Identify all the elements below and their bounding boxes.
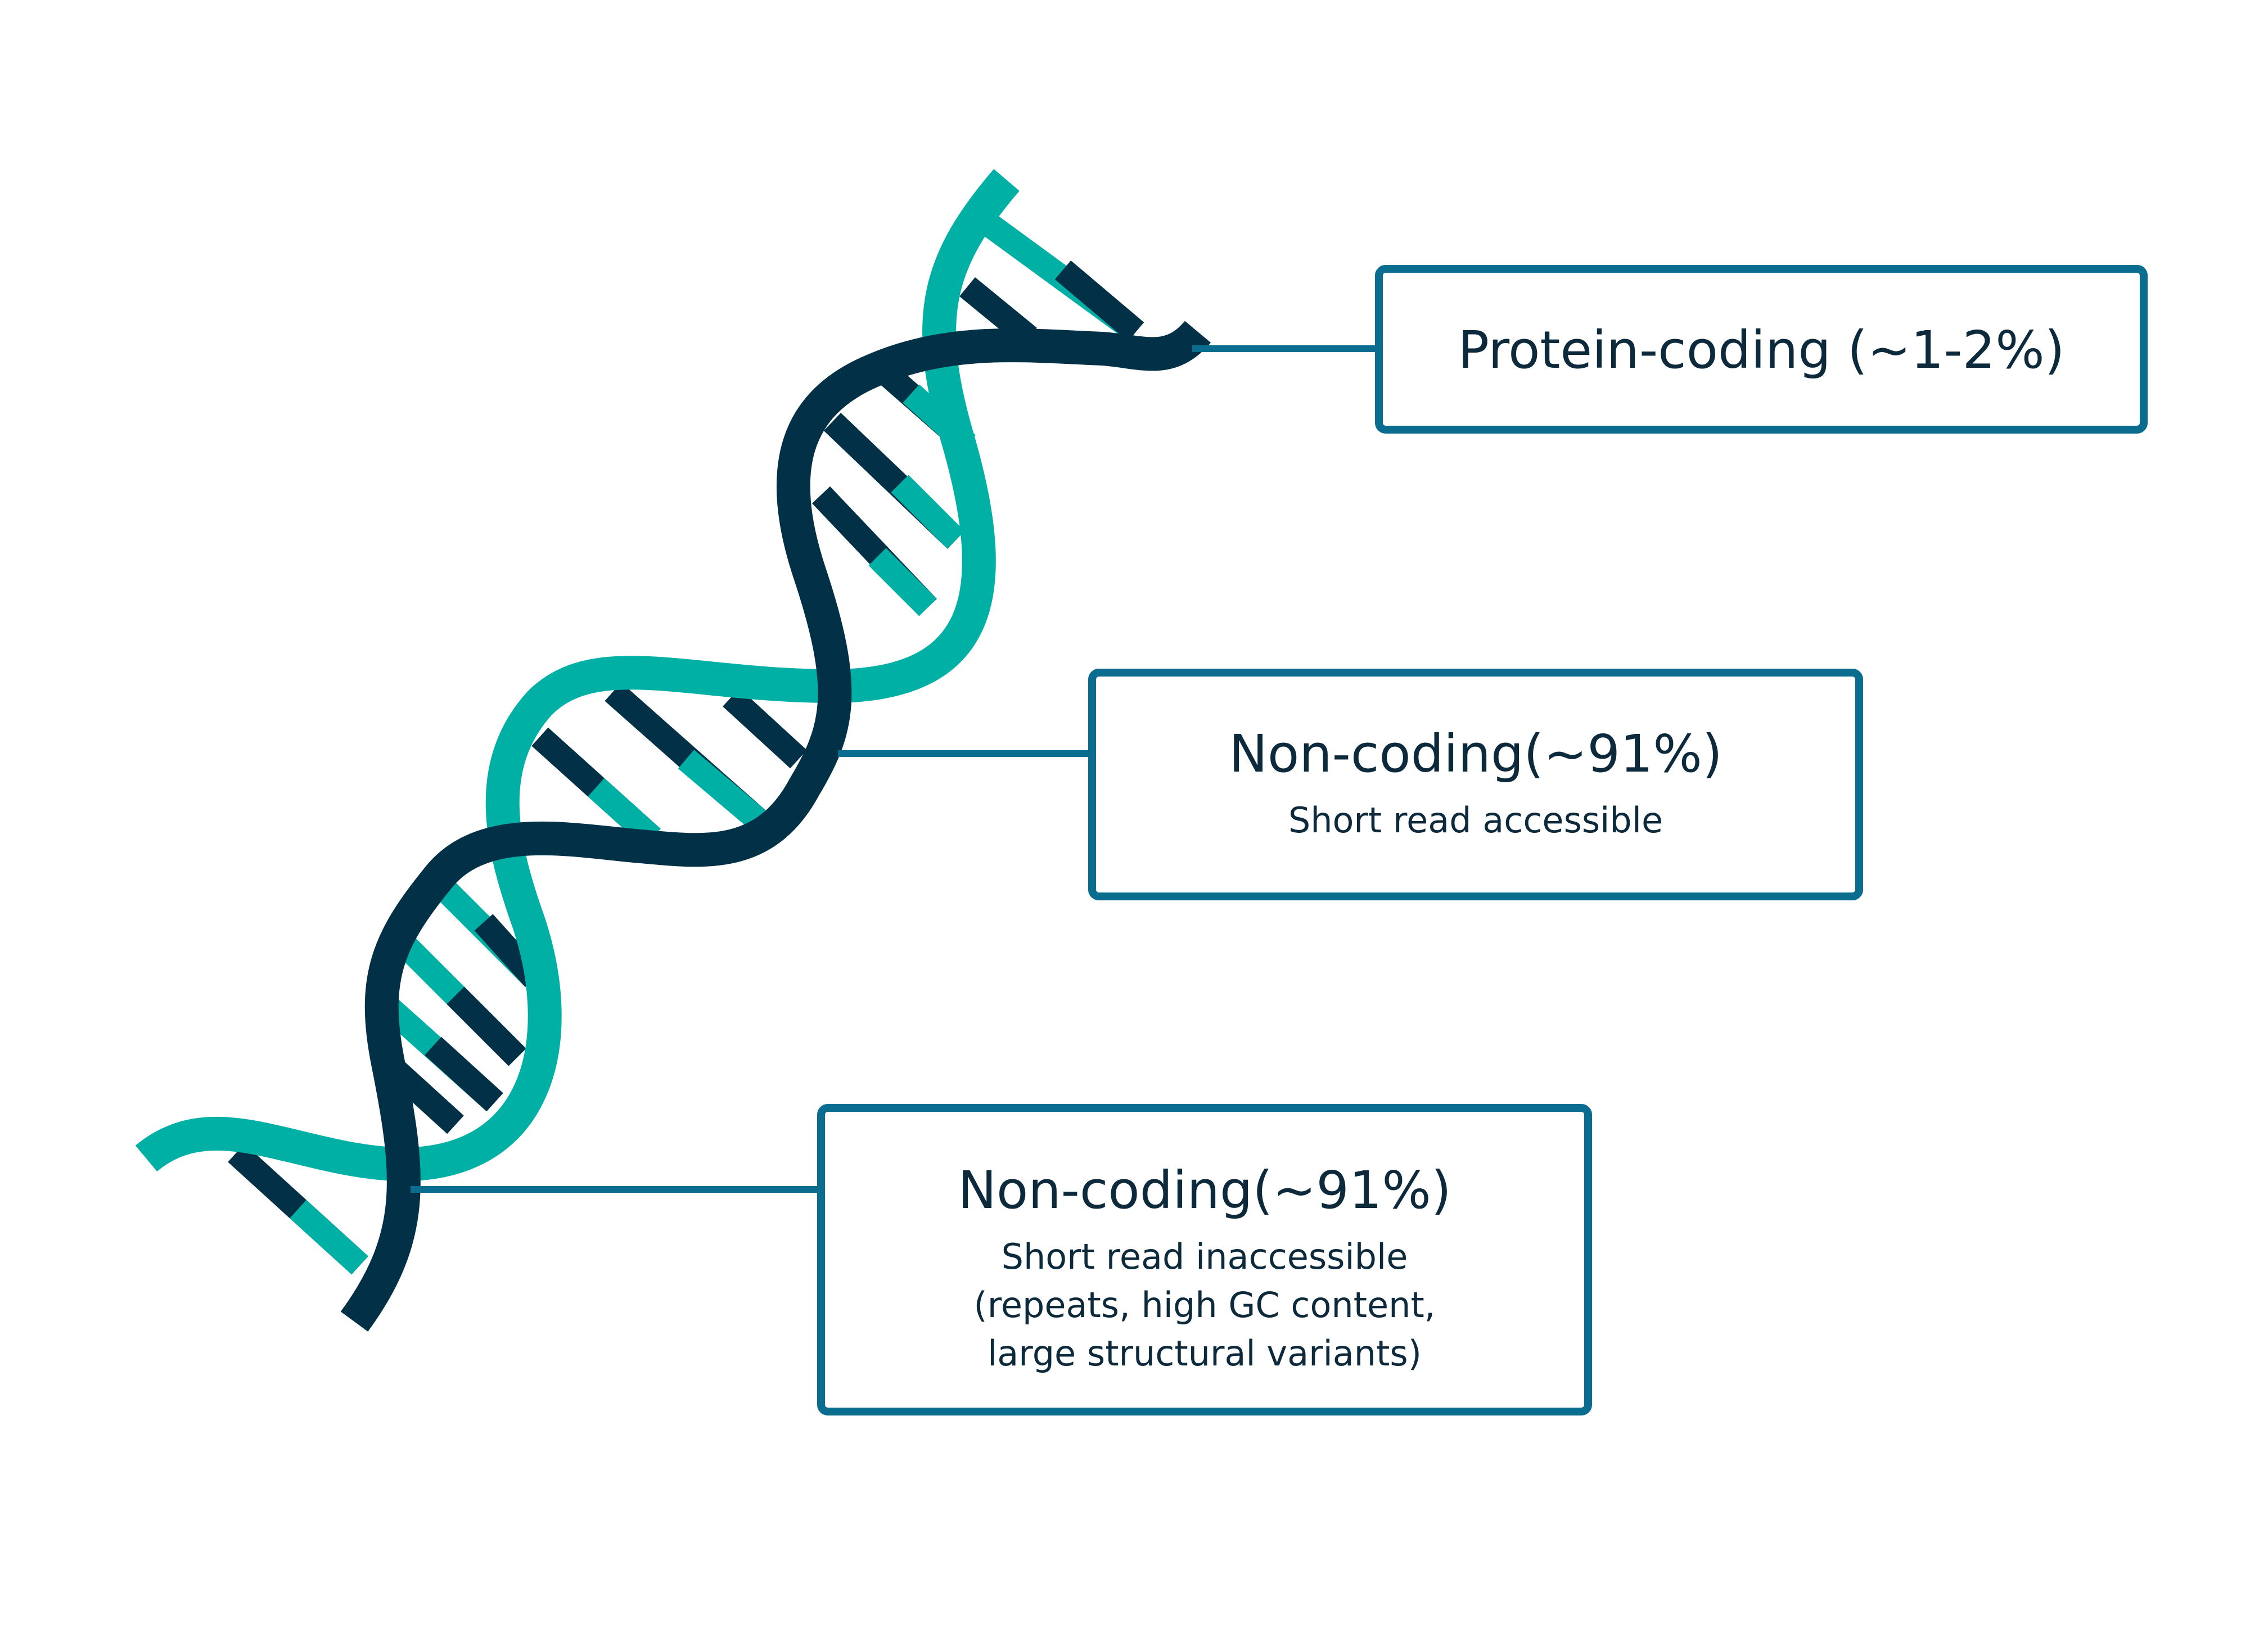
- base-pair: [678, 750, 768, 831]
- label-box-noncoding-accessible: Non-coding(~91%) Short read accessible: [1088, 669, 1863, 900]
- base-pair: [868, 548, 937, 616]
- label-line-3: large structural variants): [988, 1333, 1422, 1374]
- label-subtitle: Short read accessible: [1288, 800, 1663, 841]
- base-pair: [1054, 260, 1144, 341]
- label-box-frame: [1088, 669, 1863, 900]
- label-line-2: (repeats, high GC content,: [974, 1284, 1436, 1326]
- base-pair: [447, 986, 526, 1066]
- dna-double-helix-icon: [135, 169, 1211, 1332]
- label-line-1: Short read inaccessible: [1002, 1236, 1408, 1277]
- dna-strand-dark: [340, 320, 1211, 1332]
- base-pairs: [228, 215, 1144, 1275]
- label-box-frame: [1375, 265, 2148, 434]
- base-pair: [891, 475, 965, 549]
- label-box-noncoding-inaccessible: Non-coding(~91%) Short read inaccessible…: [817, 1104, 1592, 1415]
- label-box-protein-coding: Protein-coding (~1-2%): [1375, 265, 2148, 434]
- base-pair: [723, 688, 807, 769]
- base-pair: [290, 1200, 368, 1275]
- label-box-frame: [817, 1104, 1592, 1415]
- dna-strand-teal: [135, 169, 1020, 1182]
- label-title: Non-coding(~91%): [1229, 724, 1723, 784]
- base-pair: [588, 778, 661, 847]
- label-title: Non-coding(~91%): [958, 1160, 1451, 1220]
- label-title: Protein-coding (~1-2%): [1458, 320, 2064, 380]
- base-pair: [425, 1036, 503, 1112]
